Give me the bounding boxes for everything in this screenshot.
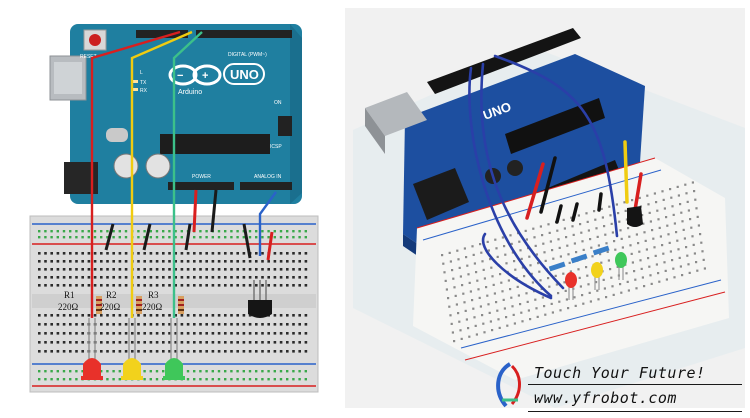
svg-text:POWER: POWER xyxy=(192,174,211,180)
led-3 xyxy=(163,318,185,380)
power-header xyxy=(168,182,234,190)
arduino-label: Arduino xyxy=(178,89,202,96)
svg-text:ICSP: ICSP xyxy=(270,144,282,150)
red-wire xyxy=(90,30,181,318)
led-2 xyxy=(121,318,143,380)
temperature-sensor xyxy=(248,280,272,318)
svg-text:220Ω: 220Ω xyxy=(58,302,79,312)
website-link[interactable]: www.yfrobot.com xyxy=(534,389,677,407)
photo-blue-wire-3 xyxy=(493,54,619,238)
circuit-diagram: RESET DIGITAL (PWM~) − + UNO Arduino L T… xyxy=(29,24,319,393)
photo-led-2 xyxy=(591,262,603,290)
arduino-logo: − + UNO Arduino xyxy=(168,63,265,96)
photo-wires xyxy=(468,54,643,300)
resistor-r1: R1 220Ω xyxy=(58,290,102,314)
photo-blue-wire-2 xyxy=(480,62,565,290)
photo-leds xyxy=(565,252,627,300)
photo-dc-jack-icon xyxy=(413,168,469,220)
svg-text:220Ω: 220Ω xyxy=(142,302,163,312)
svg-text:ANALOG IN: ANALOG IN xyxy=(254,174,282,180)
resistor-r2: R2 220Ω xyxy=(100,290,142,314)
black-wire-1 xyxy=(210,189,218,233)
microcontroller-chip xyxy=(160,134,270,154)
svg-text:TX: TX xyxy=(140,80,147,86)
photo-breadboard xyxy=(413,157,729,380)
svg-text:220Ω: 220Ω xyxy=(100,302,121,312)
circuit-diagram-panel: RESET DIGITAL (PWM~) − + UNO Arduino L T… xyxy=(28,18,328,398)
digital-header xyxy=(196,30,292,38)
photo-resistors xyxy=(548,245,610,272)
green-wire xyxy=(172,31,203,318)
svg-text:ON: ON xyxy=(274,100,282,106)
circuit-photo: UNO xyxy=(353,28,745,408)
photo-chip xyxy=(505,98,605,154)
arduino-uno-board: RESET DIGITAL (PWM~) − + UNO Arduino L T… xyxy=(49,24,302,204)
digital-header-2 xyxy=(136,30,188,38)
digital-label: DIGITAL (PWM~) xyxy=(228,52,267,58)
analog-header xyxy=(240,182,292,190)
resistors: R1 220Ω R2 220Ω R3 220Ω xyxy=(58,290,184,314)
svg-text:L: L xyxy=(140,70,143,76)
photo-led-1 xyxy=(565,272,577,300)
uno-label: UNO xyxy=(230,67,259,82)
photo-panel: UNO xyxy=(345,8,745,408)
photo-usb-port-icon xyxy=(365,92,427,136)
photo-led-3 xyxy=(615,252,627,280)
yellow-wire xyxy=(130,30,193,318)
svg-text:R3: R3 xyxy=(148,290,159,300)
leds xyxy=(81,318,185,380)
brand-divider-top xyxy=(528,384,742,385)
wires xyxy=(90,30,277,318)
photo-blue-wire-1 xyxy=(468,66,553,298)
svg-text:R2: R2 xyxy=(106,290,117,300)
svg-text:RX: RX xyxy=(140,88,148,94)
yfrobot-logo-icon xyxy=(496,362,521,408)
blue-wire xyxy=(258,191,277,256)
red-wire-power xyxy=(192,189,198,233)
resistor-r3: R3 220Ω xyxy=(142,290,184,314)
svg-text:−: − xyxy=(177,70,183,82)
photo-temperature-sensor xyxy=(627,206,643,227)
brand-divider-bottom xyxy=(528,411,742,412)
slogan-text: Touch Your Future! xyxy=(534,364,706,382)
svg-text:+: + xyxy=(202,70,208,82)
svg-text:R1: R1 xyxy=(64,290,75,300)
led-1 xyxy=(81,318,103,380)
reset-label: RESET xyxy=(80,54,97,60)
